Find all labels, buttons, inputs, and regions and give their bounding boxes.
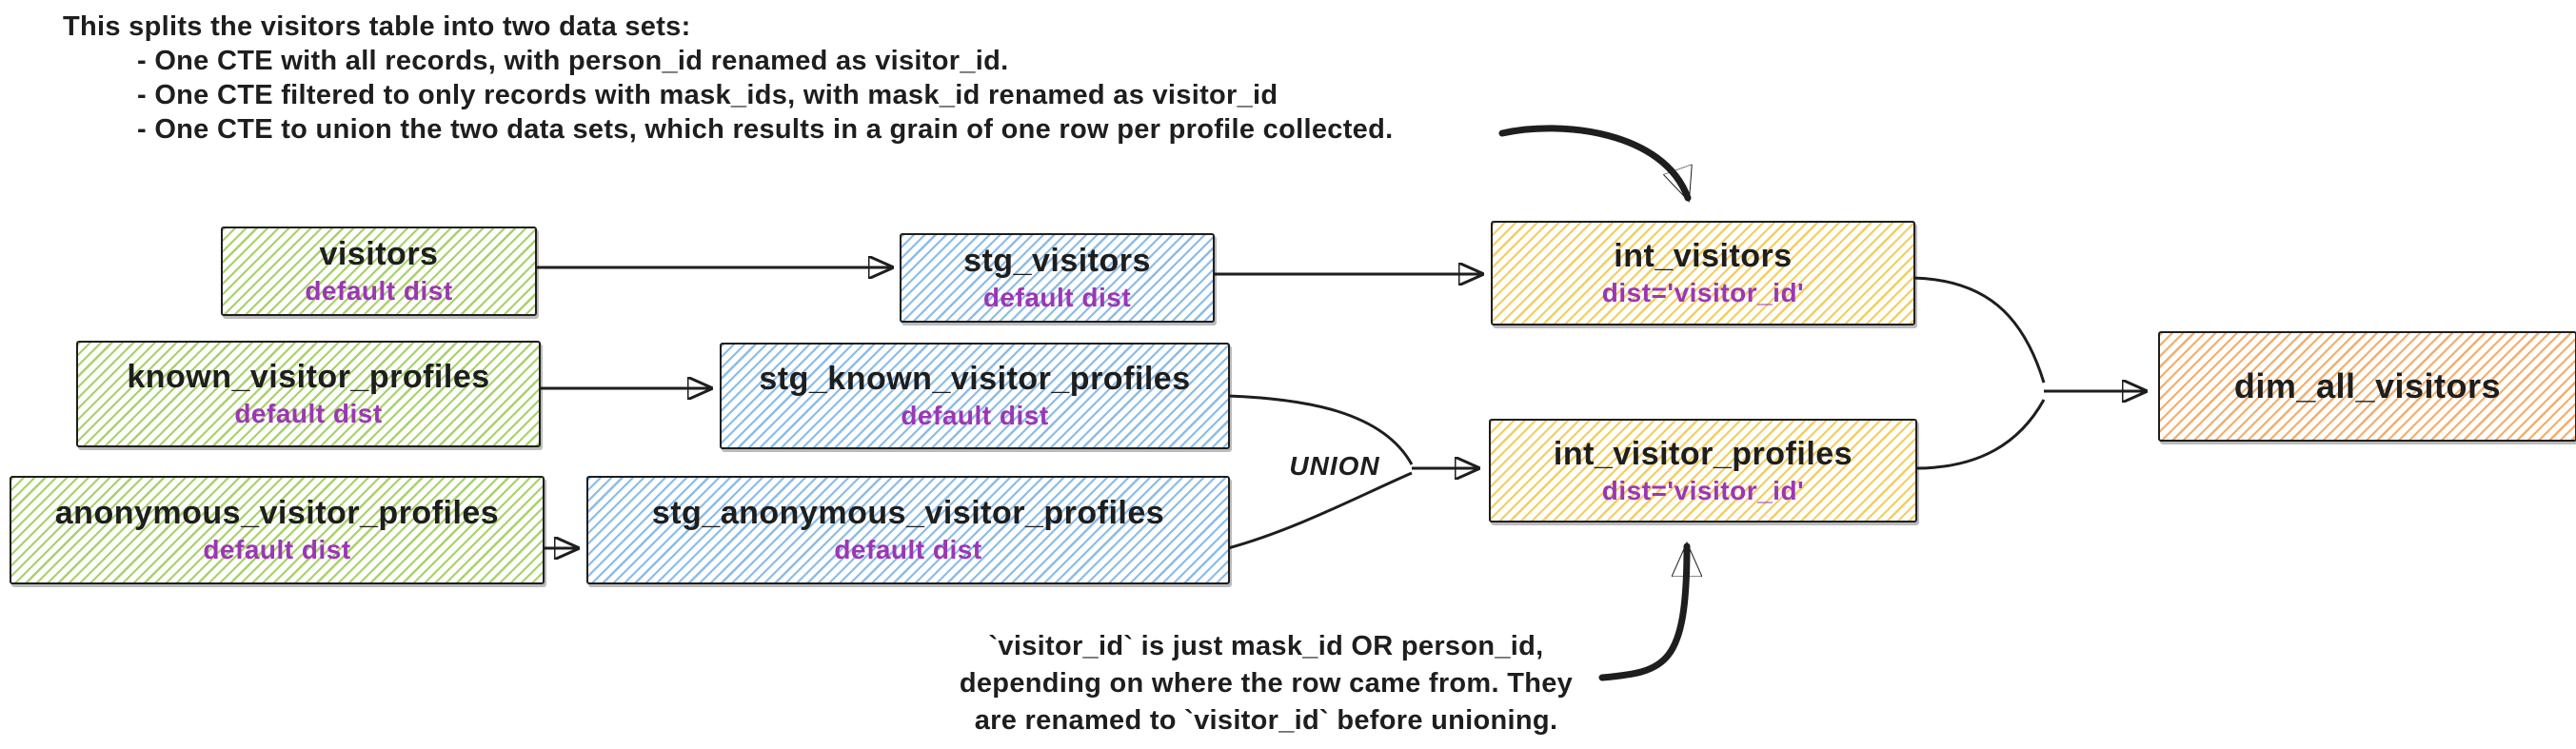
node-title: int_visitor_profiles — [1553, 435, 1853, 472]
node-title: stg_known_visitor_profiles — [759, 361, 1191, 397]
bottom-annotation[interactable]: `visitor_id` is just mask_id OR person_i… — [938, 628, 1595, 739]
bottom-annotation-line: `visitor_id` is just mask_id OR person_i… — [988, 631, 1544, 661]
node-stg-known-visitor-profiles[interactable]: stg_known_visitor_profiles default dist — [720, 343, 1230, 449]
annotation-arrow-top-note-to-int-visitors[interactable] — [1498, 125, 1688, 198]
node-title: visitors — [319, 236, 439, 272]
node-dist-label: dist='visitor_id' — [1601, 475, 1805, 505]
curve-stg-known-to-union[interactable] — [1227, 394, 1414, 465]
top-annotation-bullet: - One CTE filtered to only records with … — [137, 80, 1278, 110]
top-annotation-bullet: - One CTE to union the two data sets, wh… — [137, 114, 1394, 145]
node-visitors[interactable]: visitors default dist — [221, 227, 537, 316]
bottom-annotation-line: are renamed to `visitor_id` before union… — [974, 705, 1558, 736]
node-dist-label: default dist — [203, 535, 351, 564]
node-dist-label: default dist — [234, 399, 383, 428]
node-title: anonymous_visitor_profiles — [54, 495, 500, 531]
node-title: stg_anonymous_visitor_profiles — [651, 495, 1165, 531]
node-known-visitor-profiles[interactable]: known_visitor_profiles default dist — [76, 341, 541, 447]
node-title: int_visitors — [1614, 238, 1793, 274]
node-stg-visitors[interactable]: stg_visitors default dist — [900, 233, 1215, 323]
top-annotation-title: This splits the visitors table into two … — [63, 11, 691, 42]
node-title: known_visitor_profiles — [127, 359, 490, 395]
node-anonymous-visitor-profiles[interactable]: anonymous_visitor_profiles default dist — [10, 476, 545, 584]
annotation-arrow-bottom-note-to-int-visitor-profiles[interactable] — [1598, 546, 1687, 681]
top-annotation-bullet: - One CTE with all records, with person_… — [137, 46, 1009, 76]
node-title: dim_all_visitors — [2233, 366, 2502, 405]
node-stg-anonymous-visitor-profiles[interactable]: stg_anonymous_visitor_profiles default d… — [586, 476, 1230, 584]
node-title: stg_visitors — [963, 243, 1151, 279]
top-annotation[interactable]: This splits the visitors table into two … — [63, 10, 1393, 147]
curve-stg-anonymous-to-union[interactable] — [1227, 471, 1413, 550]
node-dist-label: default dist — [834, 535, 982, 564]
curve-int-visitors-to-merge[interactable] — [1912, 276, 2046, 384]
node-dist-label: default dist — [901, 401, 1049, 430]
bottom-annotation-line: depending on where the row came from. Th… — [959, 668, 1574, 699]
node-int-visitors[interactable]: int_visitors dist='visitor_id' — [1491, 221, 1915, 325]
node-dist-label: default dist — [305, 276, 453, 306]
union-label[interactable]: UNION — [1289, 451, 1380, 481]
node-dist-label: dist='visitor_id' — [1601, 278, 1805, 307]
node-dist-label: default dist — [982, 283, 1132, 312]
node-dim-all-visitors[interactable]: dim_all_visitors — [2158, 331, 2576, 442]
curve-int-visitor-profiles-to-merge[interactable] — [1914, 399, 2046, 470]
node-int-visitor-profiles[interactable]: int_visitor_profiles dist='visitor_id' — [1489, 419, 1917, 522]
